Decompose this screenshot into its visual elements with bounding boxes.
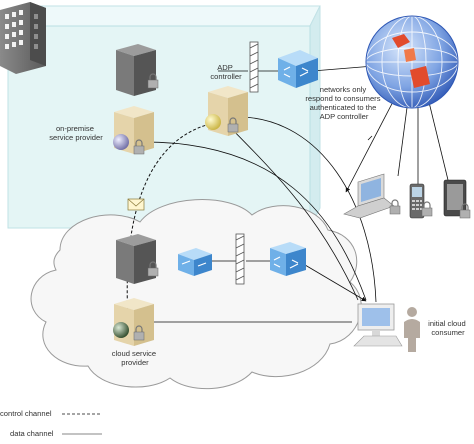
provider-sphere — [113, 134, 129, 150]
cloud-zone — [30, 199, 362, 390]
on-premise-zone — [7, 5, 321, 229]
initial-consumer-label: initial cloud consumer — [428, 319, 468, 337]
data-channel-lines — [137, 63, 449, 325]
firewall-icon — [235, 233, 245, 285]
server-icon — [116, 234, 156, 284]
control-channel-line — [126, 123, 211, 319]
envelope-icon — [127, 198, 145, 211]
phone-icon — [409, 183, 425, 219]
lock-icon — [133, 139, 145, 155]
network-switch-icon — [278, 50, 318, 88]
legend-data-channel-label: data channel — [10, 429, 54, 438]
cloud-provider-sphere — [113, 322, 129, 338]
lock-icon — [389, 199, 401, 215]
adp-controller-label: ADP controller — [210, 63, 242, 81]
lock-icon — [227, 117, 239, 133]
lock-icon — [147, 73, 159, 89]
lock-icon — [421, 201, 433, 217]
laptop-icon — [343, 173, 395, 219]
legend-control-channel-label: control channel — [0, 409, 52, 418]
controller-sphere — [205, 114, 221, 130]
networks-note: networks only respond to consumers authe… — [305, 85, 382, 121]
network-switch-icon — [270, 242, 306, 276]
cloud-provider-label: cloud service provider — [112, 349, 158, 367]
network-switch-icon — [178, 248, 212, 276]
person-icon — [404, 307, 420, 352]
lock-icon — [133, 325, 145, 341]
lock-icon — [459, 203, 471, 219]
firewall-icon — [249, 41, 259, 93]
on-premise-provider-label: on-premise service provider — [49, 124, 103, 142]
legend: control channel data channel — [0, 409, 102, 438]
tablet-icon — [443, 179, 467, 217]
desktop-computer-icon — [353, 303, 403, 347]
lock-icon — [147, 261, 159, 277]
globe-icon — [365, 15, 459, 109]
building-icon — [0, 2, 46, 74]
